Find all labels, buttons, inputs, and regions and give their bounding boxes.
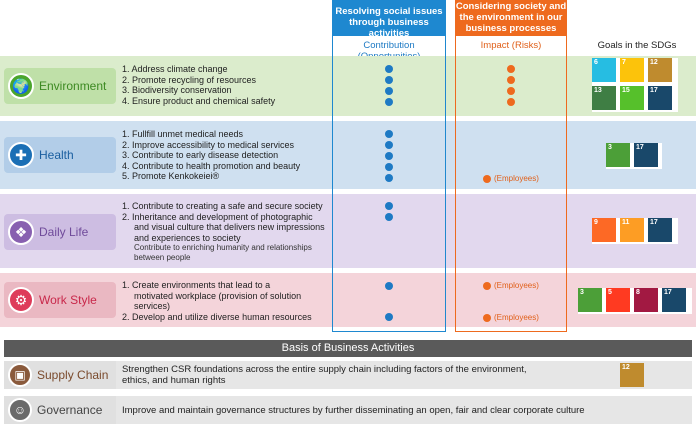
sdgs-subheader: Goals in the SDGs xyxy=(597,40,677,51)
impact-note: (Employees) xyxy=(494,313,539,322)
impact-subheader: Impact (Risks) xyxy=(480,40,542,51)
environment-sdgs: 6 7 12 13 15 17 xyxy=(592,58,678,112)
list-item: and experiences to society xyxy=(134,232,241,243)
environment-label: Environment xyxy=(39,79,107,93)
list-item: and visual culture that delivers new imp… xyxy=(134,222,325,233)
list-item: 1. Fullfill unmet medical needs xyxy=(122,129,244,139)
sdg-7-icon: 7 xyxy=(620,58,644,82)
daily-life-label: Daily Life xyxy=(39,225,89,239)
contribution-dot xyxy=(385,141,393,149)
people-icon: ☺ xyxy=(8,398,32,422)
list-item: 4. Ensure product and chemical safety xyxy=(122,95,276,106)
health-row: ✚ Health 1. Fullfill unmet medical needs… xyxy=(0,121,696,189)
supply-chain-text-line: ethics, and human rights xyxy=(122,375,226,386)
governance-row: ☺ Governance Improve and maintain govern… xyxy=(4,396,692,424)
sdg-3-icon: 3 xyxy=(606,143,630,167)
list-item: 2. Inheritance and development of photog… xyxy=(122,211,313,222)
contribution-dot xyxy=(385,98,393,106)
impact-header: Considering society and the environment … xyxy=(455,0,567,36)
list-item: 5. Promote Kenkokeiei® xyxy=(122,171,220,182)
contribution-dot xyxy=(385,76,393,84)
impact-dot xyxy=(483,175,491,183)
factory-icon: ▣ xyxy=(8,363,32,387)
work-style-items: 1. Create environments that lead to a mo… xyxy=(122,280,312,322)
sdg-17-icon: 17 xyxy=(648,218,672,242)
sdg-12-icon: 12 xyxy=(648,58,672,82)
impact-dot xyxy=(507,98,515,106)
list-item: 4. Contribute to health promotion and be… xyxy=(122,160,301,171)
contribution-dot xyxy=(385,282,393,290)
list-item: 1. Create environments that lead to a xyxy=(122,280,271,290)
sdg-3-icon: 3 xyxy=(578,288,602,312)
contribution-dot xyxy=(385,130,393,138)
first-aid-kit-icon: ✚ xyxy=(8,142,34,168)
contribution-dot xyxy=(385,313,393,321)
sdg-15-icon: 15 xyxy=(620,86,644,110)
list-item: 2. Improve accessibility to medical serv… xyxy=(122,139,295,150)
work-style-row: ⚙ Work Style 1. Create environments that… xyxy=(0,273,696,327)
daily-life-category: ❖ Daily Life xyxy=(4,214,116,250)
sdg-9-icon: 9 xyxy=(592,218,616,242)
impact-dot xyxy=(507,65,515,73)
contribution-header: Resolving social issues through business… xyxy=(332,0,446,39)
environment-items: 1. Address climate change 2. Promote rec… xyxy=(122,64,275,106)
supply-chain-text: Strengthen CSR foundations across the en… xyxy=(122,364,527,386)
basis-header: Basis of Business Activities xyxy=(4,340,692,357)
supply-chain-label: Supply Chain xyxy=(37,368,109,382)
impact-dot xyxy=(507,87,515,95)
supply-chain-category: ▣ Supply Chain xyxy=(4,361,116,389)
sdg-17-icon: 17 xyxy=(662,288,686,312)
environment-category: 🌍 Environment xyxy=(4,68,116,104)
sdg-11-icon: 11 xyxy=(620,218,644,242)
contribution-dot xyxy=(385,65,393,73)
contribution-dot xyxy=(385,152,393,160)
contribution-dot xyxy=(385,213,393,221)
work-style-category: ⚙ Work Style xyxy=(4,282,116,318)
health-sdgs: 3 17 xyxy=(606,143,662,169)
governance-text: Improve and maintain governance structur… xyxy=(122,405,585,416)
list-item: 3. Contribute to early disease detection xyxy=(122,150,279,161)
impact-note: (Employees) xyxy=(494,174,539,183)
worker-icon: ⚙ xyxy=(8,287,34,313)
health-items: 1. Fullfill unmet medical needs 2. Impro… xyxy=(122,129,300,182)
contribution-dot xyxy=(385,174,393,182)
contribution-dot xyxy=(385,202,393,210)
work-style-sdgs: 3 5 8 17 xyxy=(578,288,692,314)
list-item: 1. Contribute to creating a safe and sec… xyxy=(122,201,323,211)
sdg-5-icon: 5 xyxy=(606,288,630,312)
supply-chain-text-line: Strengthen CSR foundations across the en… xyxy=(122,364,527,375)
list-item: 1. Address climate change xyxy=(122,64,228,74)
family-icon: ❖ xyxy=(8,219,34,245)
contribution-dot xyxy=(385,87,393,95)
list-item: 3. Biodiversity conservation xyxy=(122,85,232,96)
sdg-12-icon: 12 xyxy=(620,363,644,387)
governance-label: Governance xyxy=(37,403,103,417)
impact-dot xyxy=(507,76,515,84)
daily-life-row: ❖ Daily Life 1. Contribute to creating a… xyxy=(0,194,696,268)
environment-row: 🌍 Environment 1. Address climate change … xyxy=(0,56,696,116)
globe-leaf-icon: 🌍 xyxy=(8,73,34,99)
impact-dot xyxy=(483,314,491,322)
daily-life-sdgs: 9 11 17 xyxy=(592,218,678,244)
daily-life-note: Contribute to enriching humanity and rel… xyxy=(134,243,312,262)
contribution-dot xyxy=(385,163,393,171)
sdg-17-icon: 17 xyxy=(648,86,672,110)
sdg-8-icon: 8 xyxy=(634,288,658,312)
governance-category: ☺ Governance xyxy=(4,396,116,424)
health-category: ✚ Health xyxy=(4,137,116,173)
sdg-17-icon: 17 xyxy=(634,143,658,167)
daily-life-items: 1. Contribute to creating a safe and sec… xyxy=(122,201,342,262)
health-label: Health xyxy=(39,148,74,162)
sdg-13-icon: 13 xyxy=(592,86,616,110)
supply-chain-row: ▣ Supply Chain Strengthen CSR foundation… xyxy=(4,361,692,389)
list-item: 2. Promote recycling of resources xyxy=(122,74,257,85)
list-item: services) xyxy=(134,301,171,312)
list-item: motivated workplace (provision of soluti… xyxy=(134,290,302,301)
list-item: 2. Develop and utilize diverse human res… xyxy=(122,311,312,322)
sdg-6-icon: 6 xyxy=(592,58,616,82)
work-style-label: Work Style xyxy=(39,293,97,307)
impact-dot xyxy=(483,282,491,290)
impact-note: (Employees) xyxy=(494,281,539,290)
